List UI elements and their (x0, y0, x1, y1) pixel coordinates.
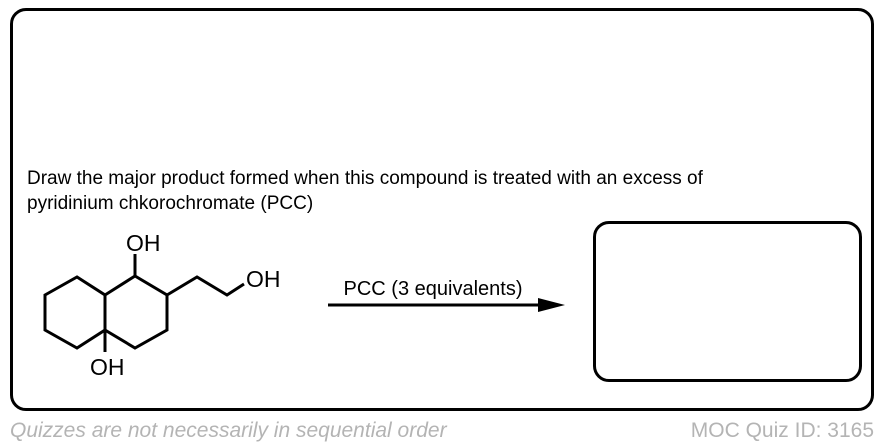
left-ring-bonds (43, 275, 107, 350)
reaction-arrow-head-icon (538, 298, 565, 312)
footer-note: Quizzes are not necessarily in sequentia… (10, 419, 447, 442)
top-hydroxyl-label: OH (126, 230, 161, 256)
question-line-1: Draw the major product formed when this … (27, 168, 703, 189)
chain-hydroxyl-label: OH (246, 266, 281, 292)
reaction-arrow-group: PCC (3 equivalents) (328, 278, 565, 312)
reagent-label: PCC (3 equivalents) (344, 278, 523, 300)
question-line-2: pyridinium chkorochromate (PCC) (27, 192, 314, 214)
question-text: Draw the major product formed when this … (27, 167, 703, 216)
quiz-id: MOC Quiz ID: 3165 (690, 419, 874, 442)
reactant-structure: OH OH OH (43, 230, 281, 380)
right-ring-bonds (103, 274, 169, 350)
answer-box[interactable] (593, 221, 862, 382)
side-chain-bonds (166, 275, 245, 297)
ring-fusion-hydroxyl-label: OH (90, 354, 125, 380)
